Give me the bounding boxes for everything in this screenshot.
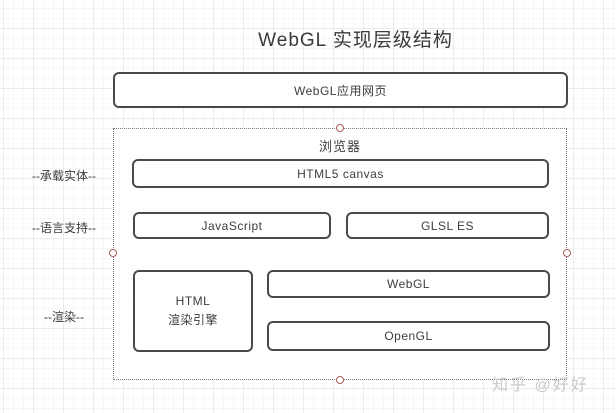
- selection-anchor-dot-left: [109, 249, 117, 257]
- node-webgl: WebGL: [267, 270, 550, 298]
- zhihu-watermark: 知乎 @好好: [492, 377, 589, 394]
- node-webgl-app-page: WebGL应用网页: [113, 72, 568, 108]
- node-glsl-es: GLSL ES: [346, 212, 549, 239]
- side-label-carrier-entity: --承载实体--: [32, 169, 96, 183]
- selection-anchor-dot-right: [563, 249, 571, 257]
- node-opengl: OpenGL: [267, 321, 550, 351]
- browser-group-container: 浏览器 HTML5 canvas JavaScript GLSL ES HTML…: [113, 128, 567, 380]
- browser-group-label: 浏览器: [318, 139, 361, 154]
- diagram-title: WebGL 实现层级结构: [258, 30, 453, 51]
- node-javascript: JavaScript: [133, 212, 331, 239]
- node-html5-canvas: HTML5 canvas: [132, 159, 549, 188]
- selection-anchor-dot-bottom: [336, 376, 344, 384]
- node-html-render-engine: HTML 渲染引擎: [133, 270, 253, 352]
- side-label-language-support: --语言支持--: [32, 221, 96, 235]
- side-label-render: --渲染--: [44, 310, 84, 324]
- selection-anchor-dot-top: [336, 124, 344, 132]
